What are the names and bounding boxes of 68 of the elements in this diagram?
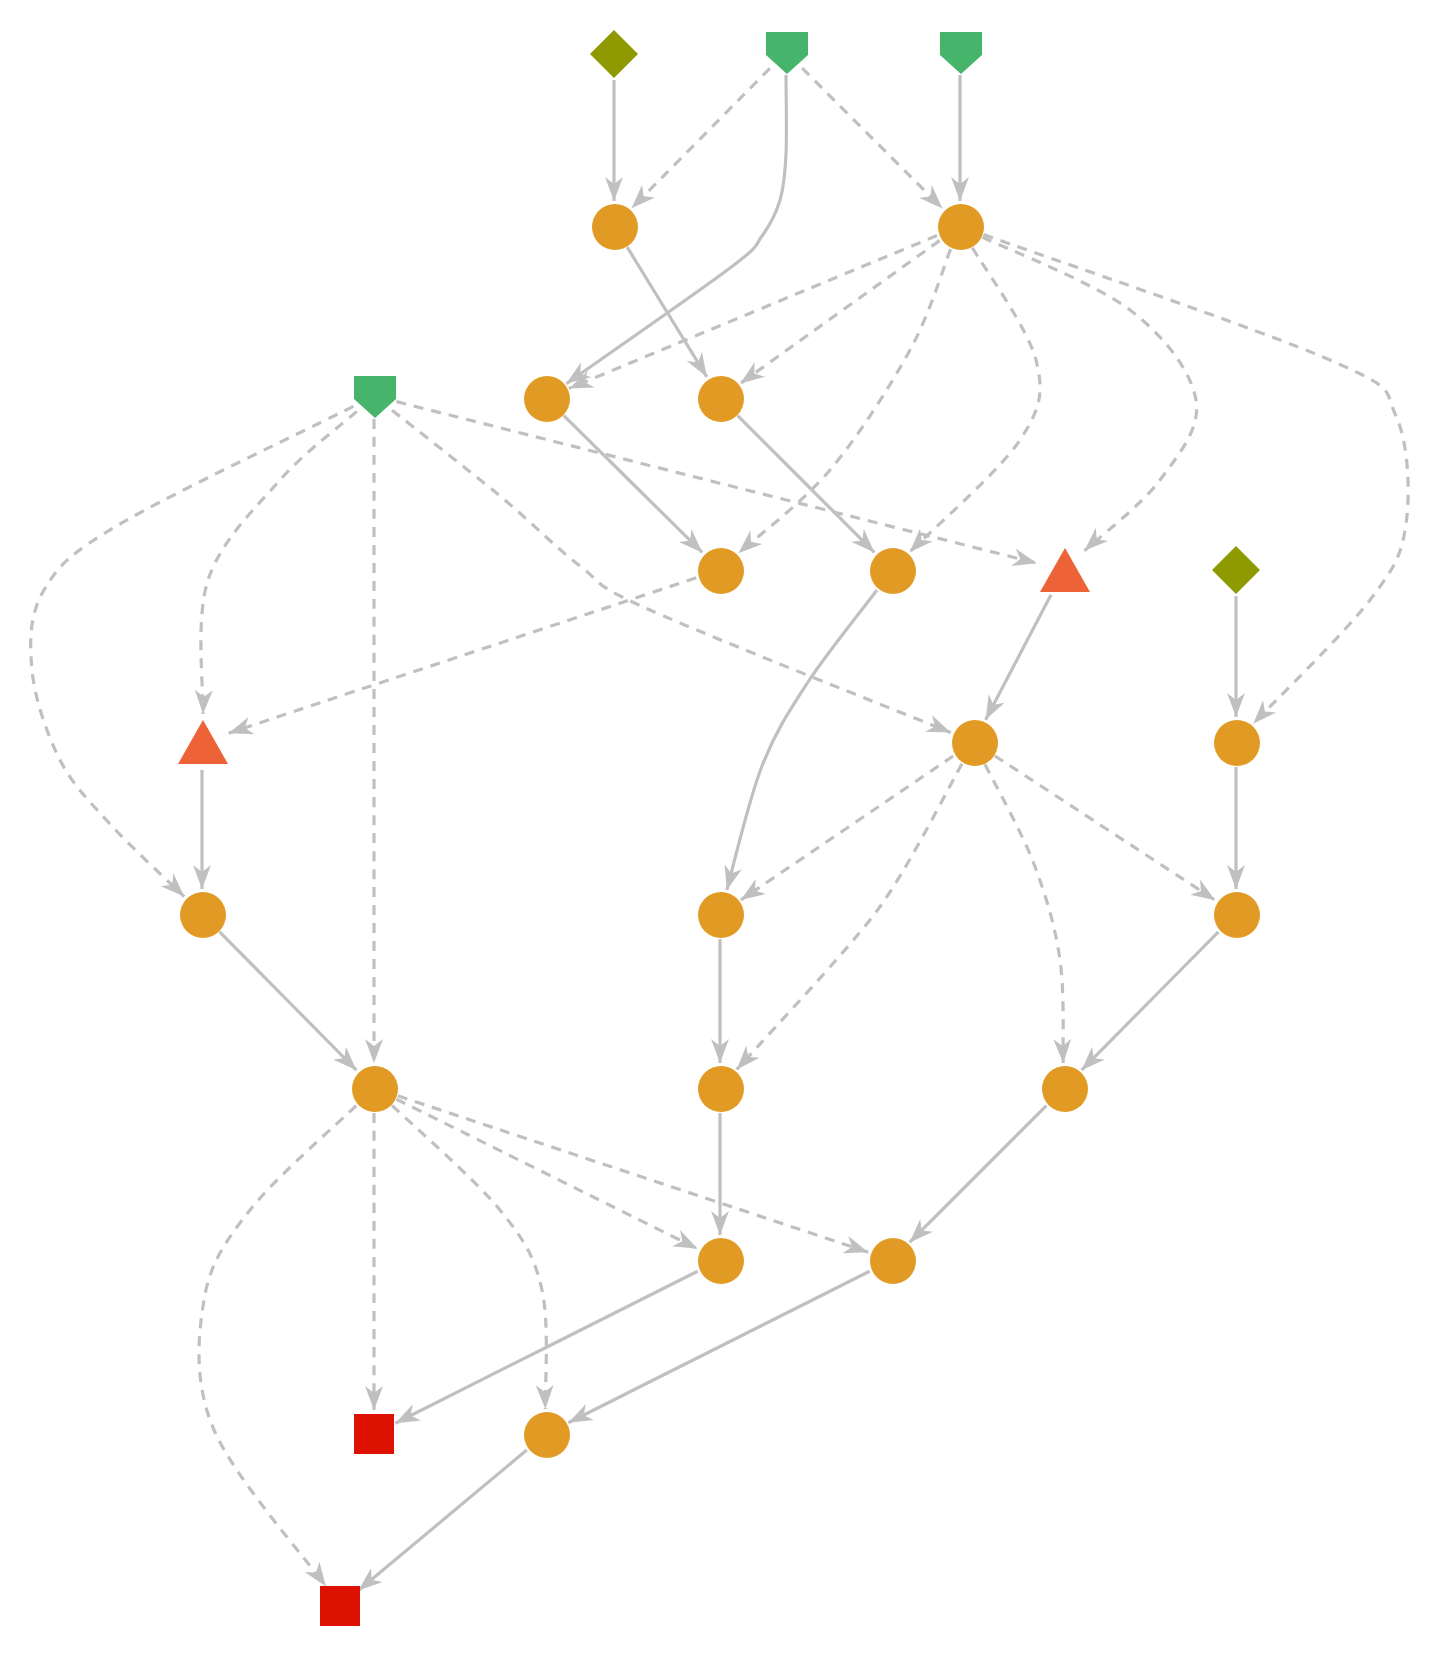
circle-node (1213, 891, 1259, 937)
arrow (981, 235, 1199, 552)
arrow (739, 239, 941, 385)
circle-node (951, 719, 997, 765)
arrow (1080, 930, 1220, 1072)
arrow (193, 770, 211, 889)
arrow (625, 246, 709, 378)
arrow (951, 75, 969, 201)
circle-node (869, 547, 915, 593)
pentagon-node (939, 31, 981, 73)
arrow (194, 410, 358, 714)
circle-node (937, 203, 983, 249)
arrow (736, 414, 876, 554)
circle-node (697, 1065, 743, 1111)
arrow (724, 589, 879, 891)
arrow (29, 404, 355, 898)
circle-node (179, 891, 225, 937)
arrow (562, 414, 704, 554)
arrow (228, 576, 697, 735)
arrow (711, 939, 729, 1063)
arrow (908, 1104, 1048, 1244)
arrow (983, 233, 1410, 725)
arrow (993, 754, 1217, 902)
circle-node (697, 375, 743, 421)
arrow (396, 400, 1038, 567)
arrow (357, 1448, 528, 1592)
circle-node (869, 1237, 915, 1283)
triangle-node (1039, 548, 1089, 592)
arrow (630, 67, 771, 210)
arrow (711, 1113, 729, 1235)
arrow (568, 234, 938, 390)
circle-node (351, 1065, 397, 1111)
arrow (739, 754, 955, 902)
arrow (983, 763, 1072, 1064)
arrow (197, 1104, 358, 1588)
arrow (394, 1269, 699, 1425)
arrow (365, 419, 383, 1063)
arrow (1227, 767, 1245, 889)
diamond-node (1212, 546, 1260, 594)
square-node (354, 1414, 394, 1454)
arrow (397, 1094, 869, 1254)
square-node (320, 1586, 360, 1626)
diamond-node (590, 30, 638, 78)
arrow (565, 75, 789, 385)
circle-node (1041, 1065, 1087, 1111)
arrow (390, 1104, 555, 1409)
arrow (735, 763, 964, 1071)
circle-node (1213, 719, 1259, 765)
arrow (365, 1113, 383, 1410)
arrow (984, 594, 1053, 721)
arrow (218, 930, 358, 1072)
arrow (1227, 596, 1245, 717)
triangle-node (177, 720, 227, 764)
arrow (801, 67, 944, 210)
circle-node (697, 547, 743, 593)
arrow (395, 1097, 699, 1251)
circle-node (523, 1411, 569, 1457)
arrow (908, 246, 1042, 554)
circle-node (591, 203, 637, 249)
arrow (567, 1269, 871, 1425)
circle-node (697, 1237, 743, 1283)
circle-node (523, 375, 569, 421)
arrow (605, 80, 623, 201)
pentagon-node (765, 31, 807, 73)
circle-node (697, 891, 743, 937)
arrow (391, 408, 952, 735)
arrow (737, 248, 953, 555)
pentagon-node (353, 375, 395, 417)
